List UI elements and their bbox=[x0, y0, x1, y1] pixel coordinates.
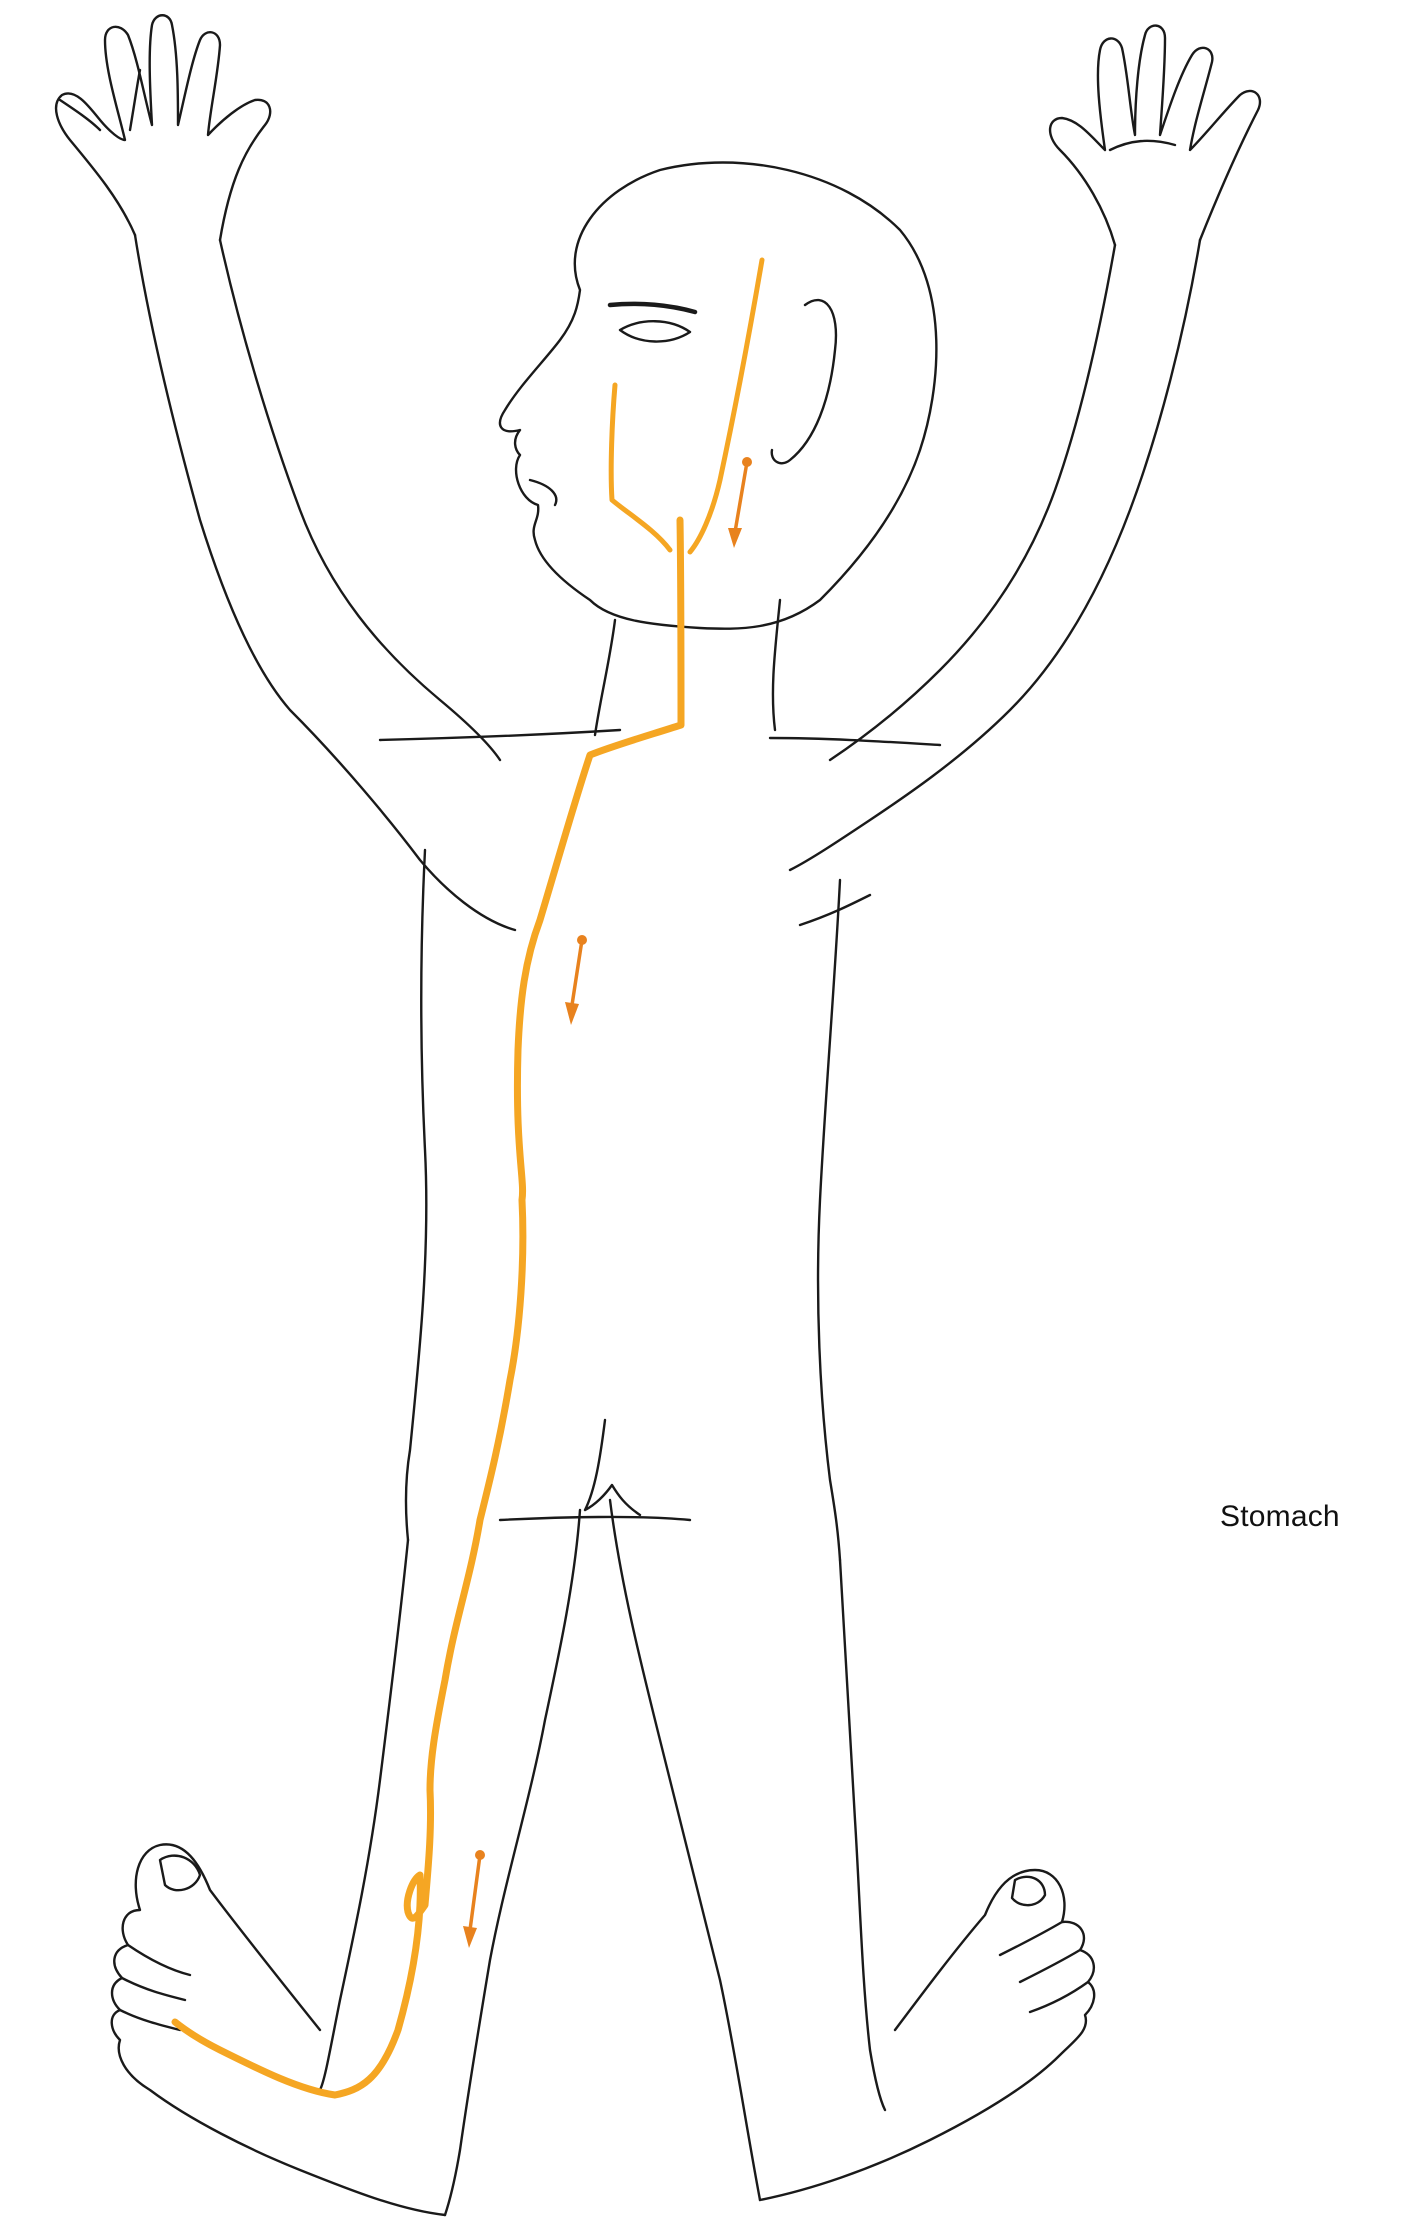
torso-left bbox=[406, 850, 426, 1540]
right-big-toenail bbox=[1012, 1877, 1045, 1905]
flow-arrows bbox=[463, 457, 752, 1948]
hip-line bbox=[500, 1517, 690, 1520]
right-arm-outer bbox=[790, 240, 1200, 870]
right-arm-inner bbox=[830, 245, 1115, 760]
right-foot bbox=[760, 1870, 1094, 2200]
neck-right bbox=[773, 600, 780, 730]
buttock-cleft bbox=[585, 1420, 640, 1515]
eye bbox=[620, 321, 690, 341]
right-hand bbox=[1050, 26, 1260, 245]
right-hand-crease bbox=[1110, 141, 1175, 150]
body-outline bbox=[56, 15, 1260, 2215]
chest-flow-arrow bbox=[565, 935, 587, 1025]
right-leg-outer bbox=[840, 1560, 885, 2110]
right-toes bbox=[1000, 1922, 1088, 2012]
meridian-face-right-branch bbox=[690, 260, 762, 552]
ear bbox=[772, 300, 836, 463]
meridian-main-trunk bbox=[175, 520, 681, 2095]
face-flow-arrow bbox=[728, 457, 752, 548]
head-outline bbox=[500, 163, 936, 629]
meridian-face-left-branch bbox=[611, 385, 670, 550]
left-toes bbox=[120, 1945, 190, 2030]
eyebrow bbox=[610, 304, 695, 312]
neck-left bbox=[595, 620, 615, 735]
torso-right bbox=[818, 880, 840, 1560]
right-leg-inner bbox=[610, 1500, 760, 2200]
mouth bbox=[530, 480, 556, 505]
left-shoulder-line bbox=[380, 730, 620, 740]
left-leg-inner bbox=[445, 1510, 580, 2215]
leg-flow-arrow bbox=[463, 1850, 485, 1948]
left-hand bbox=[56, 15, 270, 240]
left-arm-outer bbox=[135, 235, 515, 930]
stomach-meridian bbox=[175, 260, 762, 2095]
meridian-label: Stomach bbox=[1220, 1500, 1340, 1534]
armpit-right bbox=[800, 895, 870, 925]
left-leg-outer bbox=[320, 1540, 408, 2090]
left-arm-inner bbox=[220, 240, 500, 760]
